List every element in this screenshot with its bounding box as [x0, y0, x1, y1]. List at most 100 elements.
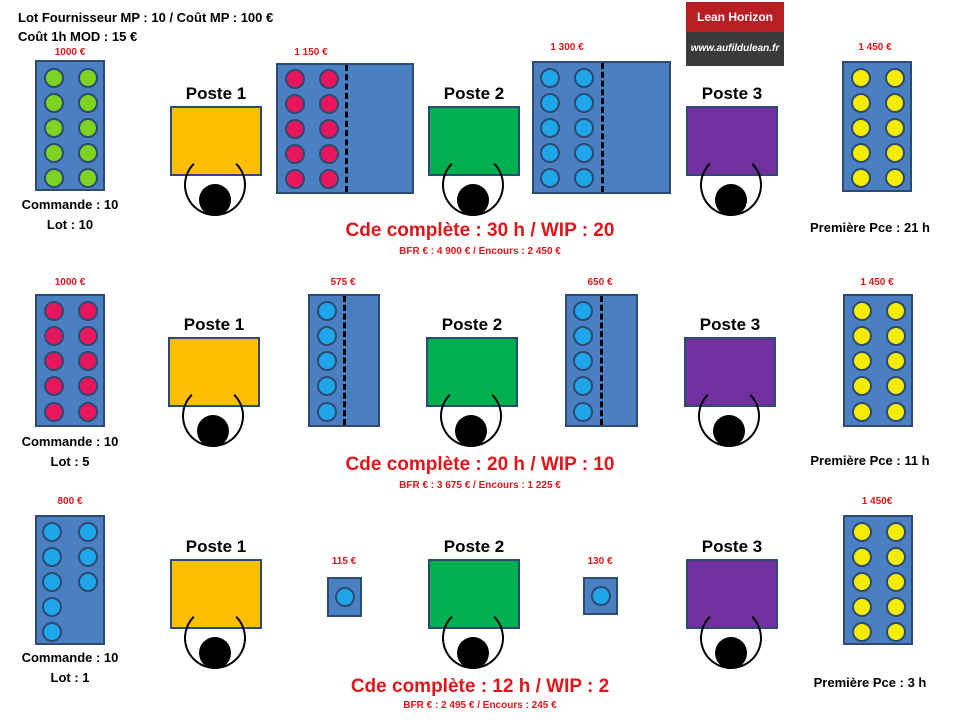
part-dot: [574, 168, 594, 188]
poste1-title: Poste 1: [185, 537, 247, 556]
lot-label: Lot : 1: [50, 670, 90, 685]
part-dot: [573, 376, 593, 396]
part-dot: [78, 68, 98, 88]
poste3-title: Poste 3: [701, 84, 763, 103]
final-stock-price: 1 450 €: [860, 277, 894, 288]
bfr-label: BFR € : 3 675 € / Encours : 1 225 €: [399, 480, 561, 491]
part-dot: [285, 119, 305, 139]
part-dot: [886, 547, 906, 567]
part-dot: [852, 402, 872, 422]
part-dot: [885, 93, 905, 113]
part-dot: [540, 68, 560, 88]
part-dot: [852, 522, 872, 542]
part-dot: [886, 622, 906, 642]
operator-icon: [715, 184, 747, 216]
part-dot: [885, 118, 905, 138]
part-dot: [886, 376, 906, 396]
part-dot: [42, 597, 62, 617]
raw-stock-price: 800 €: [57, 496, 83, 507]
part-dot: [317, 301, 337, 321]
raw-stock-price: 1000 €: [54, 47, 86, 58]
buffer2-box: [583, 577, 618, 615]
first-piece-label: Première Pce : 11 h: [810, 453, 930, 468]
raw-stock-box: [35, 515, 105, 645]
part-dot: [886, 326, 906, 346]
part-dot: [851, 93, 871, 113]
operator-icon: [457, 184, 489, 216]
poste2-title: Poste 2: [441, 315, 503, 334]
part-dot: [317, 376, 337, 396]
buffer2-box: [532, 61, 671, 194]
part-dot: [78, 376, 98, 396]
lean-horizon-logo: Lean Horizon www.aufildulean.fr: [686, 2, 784, 66]
part-dot: [44, 68, 64, 88]
final-stock-box: [843, 294, 913, 427]
part-dot: [78, 143, 98, 163]
logo-title: Lean Horizon: [686, 2, 784, 32]
summary-label: Cde complète : 20 h / WIP : 10: [345, 454, 615, 475]
part-dot: [573, 402, 593, 422]
part-dot: [78, 93, 98, 113]
operator-icon: [199, 637, 231, 669]
part-dot: [42, 572, 62, 592]
buffer1-price: 575 €: [330, 277, 356, 288]
logo-url: www.aufildulean.fr: [686, 32, 784, 66]
command-label: Commande : 10: [21, 434, 119, 449]
part-dot: [885, 143, 905, 163]
part-dot: [44, 143, 64, 163]
first-piece-label: Première Pce : 3 h: [813, 675, 927, 690]
part-dot: [285, 69, 305, 89]
part-dot: [317, 326, 337, 346]
part-dot: [573, 351, 593, 371]
buffer-divider: [345, 65, 348, 192]
operator-icon: [197, 415, 229, 447]
poste2-title: Poste 2: [443, 537, 505, 556]
part-dot: [852, 572, 872, 592]
part-dot: [317, 351, 337, 371]
part-dot: [852, 597, 872, 617]
operator-icon: [457, 637, 489, 669]
operator-icon: [715, 637, 747, 669]
lot-label: Lot : 10: [46, 217, 94, 232]
first-piece-label: Première Pce : 21 h: [810, 220, 930, 235]
part-dot: [78, 118, 98, 138]
command-label: Commande : 10: [21, 650, 119, 665]
buffer2-price: 1 300 €: [550, 42, 584, 53]
part-dot: [885, 168, 905, 188]
part-dot: [540, 93, 560, 113]
part-dot: [78, 351, 98, 371]
part-dot: [44, 326, 64, 346]
operator-icon: [455, 415, 487, 447]
part-dot: [78, 301, 98, 321]
buffer1-box: [308, 294, 380, 427]
part-dot: [78, 168, 98, 188]
raw-stock-box: [35, 60, 105, 191]
part-dot: [574, 93, 594, 113]
part-dot: [852, 351, 872, 371]
part-dot: [851, 68, 871, 88]
part-dot: [574, 143, 594, 163]
operator-icon: [199, 184, 231, 216]
header-line1: Lot Fournisseur MP : 10 / Coût MP : 100 …: [18, 10, 274, 25]
part-dot: [44, 93, 64, 113]
part-dot: [852, 301, 872, 321]
final-stock-price: 1 450€: [861, 496, 893, 507]
poste1-title: Poste 1: [185, 84, 247, 103]
command-label: Commande : 10: [21, 197, 119, 212]
lot-label: Lot : 5: [50, 454, 90, 469]
part-dot: [886, 572, 906, 592]
buffer1-price: 1 150 €: [294, 47, 328, 58]
part-dot: [851, 168, 871, 188]
part-dot: [886, 597, 906, 617]
poste3-title: Poste 3: [699, 315, 761, 334]
poste3-title: Poste 3: [701, 537, 763, 556]
buffer-divider: [343, 296, 346, 425]
poste1-title: Poste 1: [183, 315, 245, 334]
part-dot: [885, 68, 905, 88]
buffer2-box: [565, 294, 638, 427]
part-dot: [78, 572, 98, 592]
summary-label: Cde complète : 12 h / WIP : 2: [350, 676, 610, 697]
part-dot: [886, 402, 906, 422]
part-dot: [78, 547, 98, 567]
part-dot: [44, 402, 64, 422]
